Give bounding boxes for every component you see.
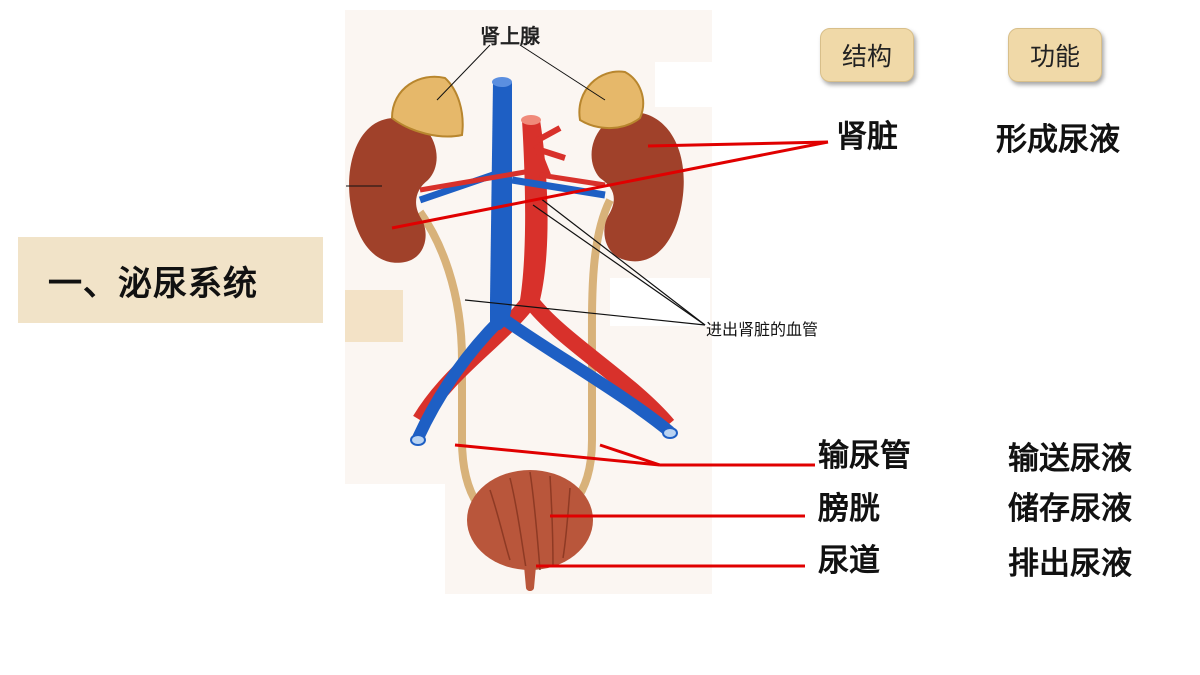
bladder-striations <box>489 471 571 571</box>
white-patch-right <box>655 62 713 107</box>
left-iliac-vein <box>412 315 505 441</box>
section-title: 一、泌尿系统 <box>48 263 258 304</box>
aorta-top <box>521 115 541 125</box>
bladder <box>467 470 593 570</box>
function-label-ureter: 输送尿液 <box>1008 441 1132 477</box>
white-patch-mid <box>610 278 710 326</box>
urethra <box>524 566 536 591</box>
function-header: 功能 <box>1008 28 1102 82</box>
right-vessel-end <box>662 427 678 439</box>
left-vessel-end <box>410 434 426 446</box>
structure-label-kidney: 肾脏 <box>836 119 898 155</box>
right-renal-vein <box>511 176 606 199</box>
structure-label-urethra: 尿道 <box>818 543 880 579</box>
right-renal-artery <box>539 172 606 188</box>
ureter-leader-line-3 <box>599 443 661 467</box>
ureter-leader-line-2 <box>454 443 661 467</box>
vessel-pointer-3 <box>539 197 706 326</box>
kidney-leader-line-2 <box>391 140 829 230</box>
structure-label-bladder: 膀胱 <box>818 491 880 527</box>
function-label-bladder: 储存尿液 <box>1008 491 1132 527</box>
left-renal-artery <box>419 169 526 193</box>
structure-label-ureter: 输尿管 <box>818 438 911 474</box>
function-label-kidney: 形成尿液 <box>996 122 1120 158</box>
vessel-pointer-1 <box>464 299 706 326</box>
right-kidney <box>591 112 684 262</box>
renal-vessels-label: 进出肾脏的血管 <box>706 320 819 339</box>
vessel-pointer-2 <box>532 204 706 326</box>
aortic-branches <box>533 125 566 177</box>
adrenal-pointer-left <box>436 44 491 101</box>
structure-header: 结构 <box>820 28 914 82</box>
function-header-text: 功能 <box>1029 42 1080 71</box>
section-title-box: 一、泌尿系统 <box>18 237 323 323</box>
structure-header-text: 结构 <box>841 42 892 71</box>
right-iliac-vein <box>501 315 674 437</box>
function-label-urethra: 排出尿液 <box>1008 546 1132 582</box>
left-ureter <box>416 209 482 508</box>
right-iliac-artery <box>523 295 675 431</box>
right-adrenal-gland <box>578 70 645 130</box>
adrenal-pointer-right <box>519 44 606 101</box>
left-kidney <box>349 117 437 263</box>
beige-patch <box>345 290 403 342</box>
kidney-leader-line-1 <box>647 140 829 148</box>
adrenal-gland-label: 肾上腺 <box>480 24 540 48</box>
vena-cava-top <box>492 77 512 87</box>
aorta <box>520 120 548 300</box>
